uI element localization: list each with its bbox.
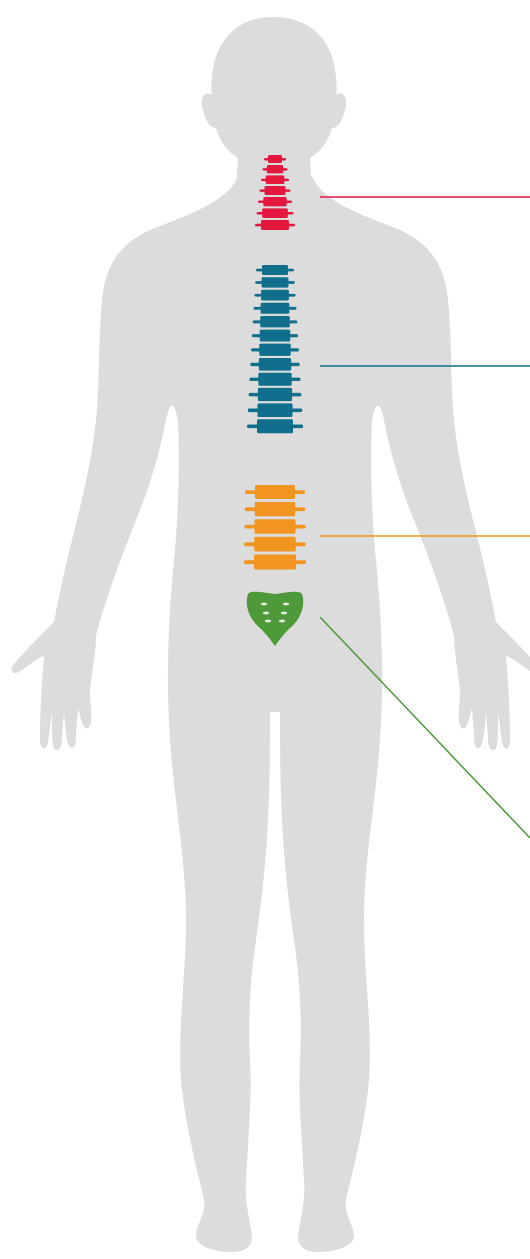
- head: [202, 17, 347, 190]
- cervical-vertebra-7: [255, 220, 295, 230]
